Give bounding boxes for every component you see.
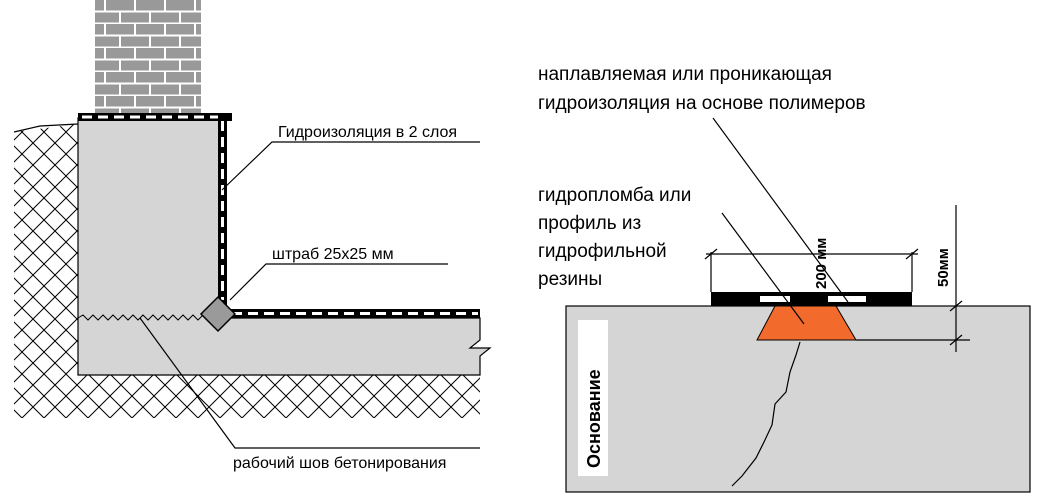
label-base: Основание [584, 369, 604, 468]
left-leader-lines [139, 141, 480, 449]
groove-fillet [199, 295, 237, 333]
label-seal-line4: резины [538, 269, 602, 290]
label-membrane-line1: наплавляемая или проникающая [538, 64, 832, 85]
label-groove: штраб 25x25 мм [272, 246, 394, 263]
crack-line [731, 341, 801, 487]
dimension-50mm [856, 205, 970, 352]
brick-wall [95, 0, 201, 115]
label-waterproofing: Гидроизоляция в 2 слоя [278, 124, 457, 141]
label-membrane-line2: гидроизоляция на основе полимеров [538, 93, 866, 114]
right-diagram: 200 мм 50мм наплавляемая или проникающая… [538, 64, 1031, 493]
label-seal-line1: гидропломба или [538, 185, 691, 206]
working-joint-line [77, 314, 204, 321]
waterproofing-layer [78, 113, 480, 318]
dim-width-label: 200 мм [813, 238, 830, 289]
label-seal-line3: гидрофильной [538, 241, 667, 262]
label-working-joint: рабочий шов бетонирования [233, 455, 446, 472]
base-label-box [578, 320, 608, 476]
label-seal-line2: профиль из [538, 213, 641, 234]
right-leader-lines [712, 117, 849, 325]
soil-hatch [13, 123, 480, 418]
dimension-200mm [704, 248, 919, 292]
dim-depth-label: 50мм [935, 248, 952, 287]
left-diagram: Гидроизоляция в 2 слоя штраб 25x25 мм ра… [13, 0, 492, 472]
membrane-strip [711, 292, 912, 306]
